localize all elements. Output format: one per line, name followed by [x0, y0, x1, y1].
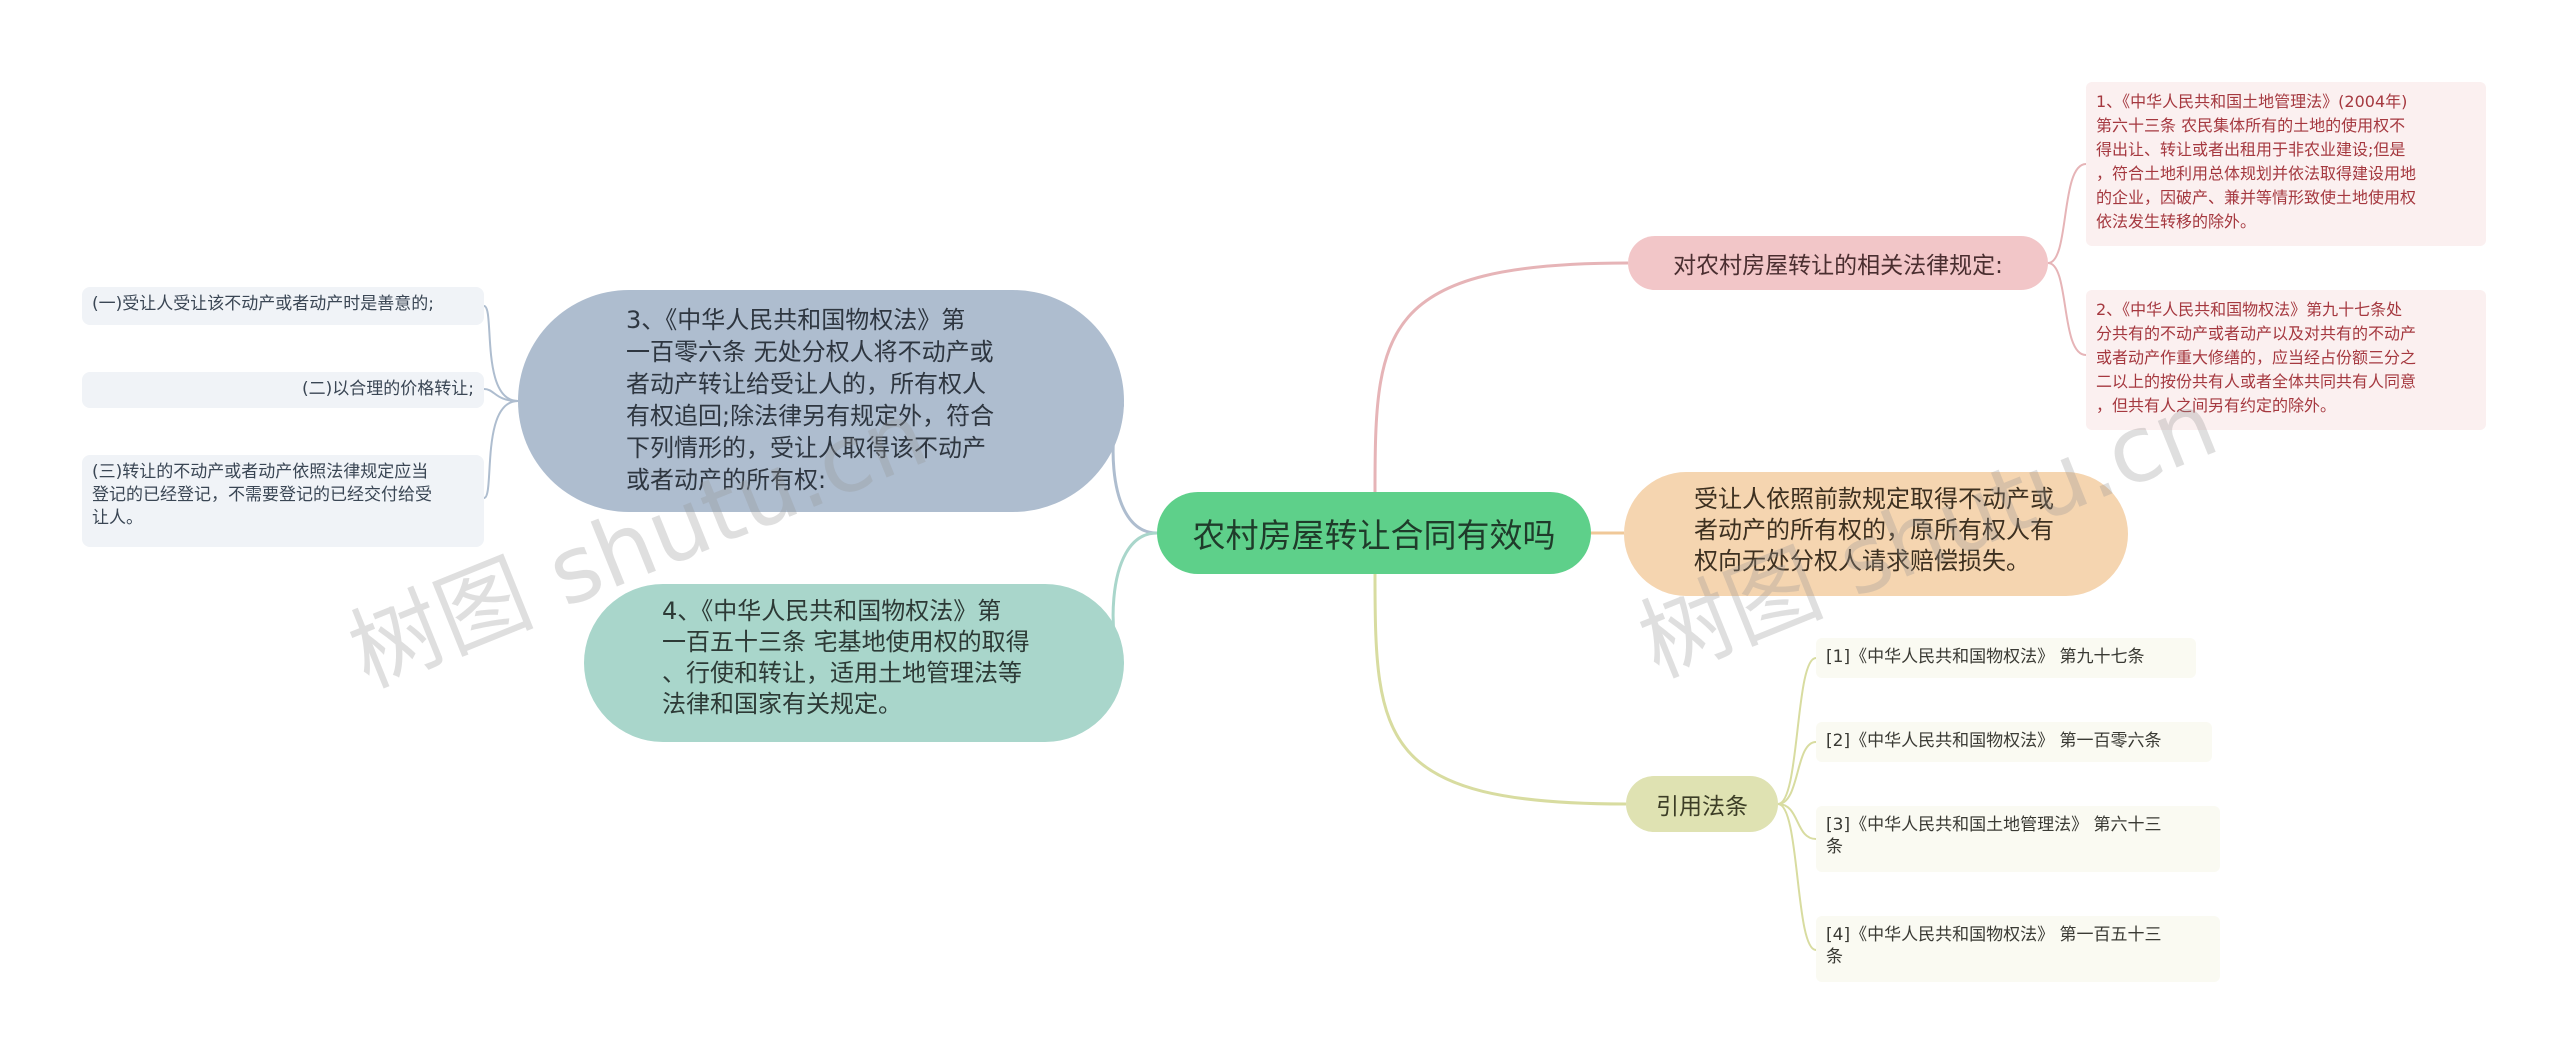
citation-item-4[interactable]: [4]《中华人民共和国物权法》 第一百五十三 条 — [1816, 916, 2220, 982]
link-node3-leaf3 — [483, 400, 519, 499]
citation-item-3-text: [3]《中华人民共和国土地管理法》 第六十三 条 — [1826, 815, 2162, 857]
node-compensation-text: 受让人依照前款规定取得不动产或 者动产的所有权的，原所有权人有 权向无处分权人请… — [1694, 485, 2054, 575]
leaf-good-faith[interactable]: (一)受让人受让该不动产或者动产时是善意的; — [82, 287, 484, 325]
link-cite-leaf3 — [1777, 803, 1817, 840]
citation-item-2-text: [2]《中华人民共和国物权法》 第一百零六条 — [1826, 731, 2162, 751]
link-cite-leaf2 — [1777, 741, 1817, 805]
node-property-law-153-text: 4、《中华人民共和国物权法》第 一百五十三条 宅基地使用权的取得 、行使和转让，… — [662, 597, 1030, 718]
link-root-legal — [1373, 261, 1629, 493]
link-legal-leaf1 — [2047, 163, 2087, 264]
branch-citations[interactable]: 引用法条 — [1626, 776, 1778, 832]
link-root-citations — [1373, 573, 1627, 806]
leaf-land-law-63[interactable]: 1、《中华人民共和国土地管理法》(2004年) 第六十三条 农民集体所有的土地的… — [2086, 82, 2486, 246]
node-property-law-106-text: 3、《中华人民共和国物权法》第 一百零六条 无处分权人将不动产或 者动产转让给受… — [626, 306, 995, 494]
leaf-reasonable-price[interactable]: (二)以合理的价格转让; — [82, 372, 484, 408]
root-node-label: 农村房屋转让合同有效吗 — [1192, 516, 1556, 555]
root-node[interactable]: 农村房屋转让合同有效吗 — [1157, 492, 1591, 574]
link-cite-leaf1 — [1777, 657, 1817, 805]
link-legal-leaf2 — [2047, 262, 2087, 356]
citation-item-1-text: [1]《中华人民共和国物权法》 第九十七条 — [1826, 647, 2145, 667]
leaf-registered-text: (三)转让的不动产或者动产依照法律规定应当 登记的已经登记，不需要登记的已经交付… — [92, 462, 432, 528]
node-property-law-153[interactable]: 4、《中华人民共和国物权法》第 一百五十三条 宅基地使用权的取得 、行使和转让，… — [584, 584, 1124, 742]
node-property-law-106[interactable]: 3、《中华人民共和国物权法》第 一百零六条 无处分权人将不动产或 者动产转让给受… — [518, 290, 1124, 512]
branch-legal-provisions[interactable]: 对农村房屋转让的相关法律规定: — [1628, 236, 2048, 290]
leaf-registered[interactable]: (三)转让的不动产或者动产依照法律规定应当 登记的已经登记，不需要登记的已经交付… — [82, 455, 484, 547]
citation-item-4-text: [4]《中华人民共和国物权法》 第一百五十三 条 — [1826, 925, 2162, 967]
citation-item-2[interactable]: [2]《中华人民共和国物权法》 第一百零六条 — [1816, 722, 2212, 762]
leaf-property-law-97-text: 2、《中华人民共和国物权法》第九十七条处 分共有的不动产或者动产以及对共有的不动… — [2096, 300, 2417, 415]
citation-item-1[interactable]: [1]《中华人民共和国物权法》 第九十七条 — [1816, 638, 2196, 678]
node-compensation[interactable]: 受让人依照前款规定取得不动产或 者动产的所有权的，原所有权人有 权向无处分权人请… — [1624, 472, 2128, 596]
citation-item-3[interactable]: [3]《中华人民共和国土地管理法》 第六十三 条 — [1816, 806, 2220, 872]
link-cite-leaf4 — [1777, 803, 1817, 951]
branch-legal-provisions-label: 对农村房屋转让的相关法律规定: — [1673, 253, 2003, 279]
link-node3-leaf1 — [483, 305, 519, 402]
leaf-good-faith-text: (一)受让人受让该不动产或者动产时是善意的; — [92, 294, 434, 314]
leaf-property-law-97[interactable]: 2、《中华人民共和国物权法》第九十七条处 分共有的不动产或者动产以及对共有的不动… — [2086, 290, 2486, 430]
leaf-land-law-63-text: 1、《中华人民共和国土地管理法》(2004年) 第六十三条 农民集体所有的土地的… — [2096, 92, 2417, 231]
branch-citations-label: 引用法条 — [1656, 794, 1748, 820]
leaf-reasonable-price-text: (二)以合理的价格转让; — [302, 379, 474, 399]
